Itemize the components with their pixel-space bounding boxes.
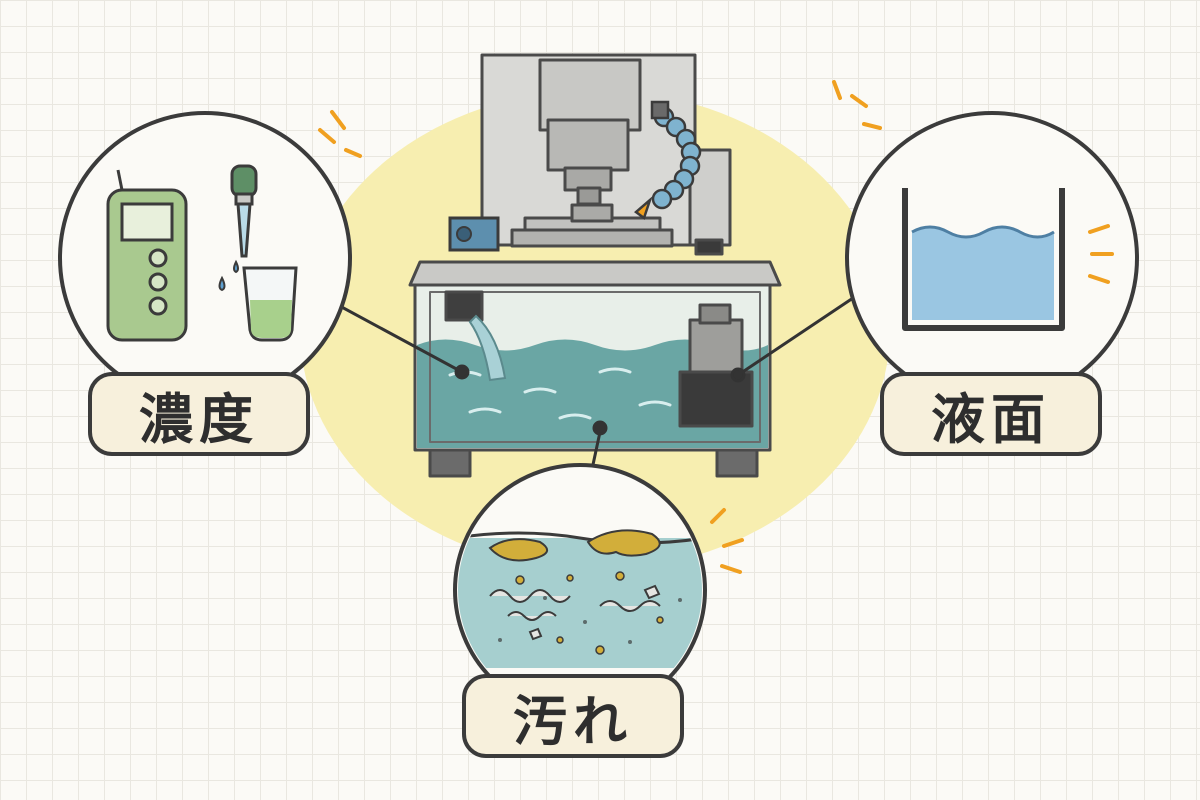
contamination-callout — [453, 463, 707, 717]
label-liquid-level: 液面 — [880, 372, 1102, 456]
coolant-tank — [408, 238, 782, 478]
metal-chips-icon — [489, 584, 661, 641]
beaker-icon — [242, 266, 298, 342]
liquid-level-callout — [845, 111, 1139, 405]
dropper-icon — [218, 164, 258, 292]
attention-marks — [318, 80, 1114, 574]
concentration-callout — [58, 111, 352, 405]
water-ripples — [448, 367, 672, 420]
label-contamination: 汚れ — [462, 674, 684, 758]
refractometer-meter-icon — [106, 169, 188, 342]
coolant-nozzle-hose — [634, 100, 702, 221]
label-concentration: 濃度 — [88, 372, 310, 456]
return-stream — [468, 314, 507, 382]
